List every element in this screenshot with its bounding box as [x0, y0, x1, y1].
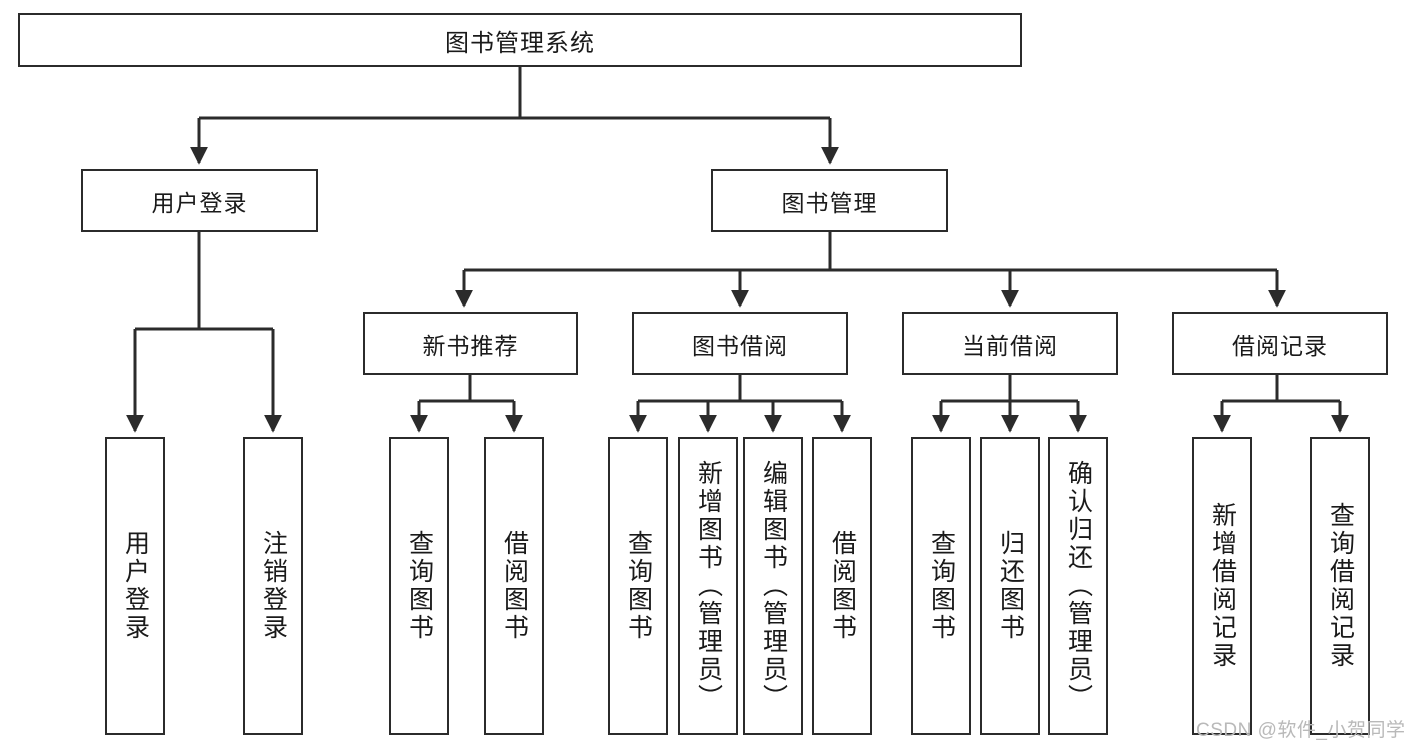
node-new-book-recommend-label: 新书推荐: [422, 332, 519, 359]
node-new-book-recommend[interactable]: 新书推荐: [363, 312, 578, 375]
node-book-borrow[interactable]: 图书借阅: [632, 312, 848, 375]
leaf-current-borrow-2-label: 归还图书: [996, 530, 1025, 642]
node-root-label: 图书管理系统: [445, 29, 595, 57]
leaf-current-borrow-3-label: 确认归还（管理员）: [1064, 460, 1093, 712]
node-user-login[interactable]: 用户登录: [81, 169, 318, 232]
node-borrow-record[interactable]: 借阅记录: [1172, 312, 1388, 375]
node-root[interactable]: 图书管理系统: [18, 13, 1022, 67]
node-book-management-label: 图书管理: [781, 189, 878, 216]
csdn-watermark: CSDN @软件_小贺同学: [1196, 720, 1405, 741]
node-book-borrow-label: 图书借阅: [692, 332, 788, 359]
leaf-new-book-1-label: 查询图书: [405, 530, 434, 642]
node-current-borrow-label: 当前借阅: [962, 332, 1058, 359]
leaf-new-book-2[interactable]: 借阅图书: [484, 437, 544, 735]
leaf-book-borrow-2-label: 新增图书（管理员）: [694, 460, 723, 712]
node-current-borrow[interactable]: 当前借阅: [902, 312, 1118, 375]
node-book-management[interactable]: 图书管理: [711, 169, 948, 232]
leaf-new-book-2-label: 借阅图书: [500, 530, 529, 642]
leaf-user-login-2[interactable]: 注销登录: [243, 437, 303, 735]
leaf-book-borrow-4-label: 借阅图书: [828, 530, 857, 642]
leaf-current-borrow-1[interactable]: 查询图书: [911, 437, 971, 735]
leaf-book-borrow-2[interactable]: 新增图书（管理员）: [678, 437, 738, 735]
leaf-user-login-1[interactable]: 用户登录: [105, 437, 165, 735]
leaf-borrow-record-1[interactable]: 新增借阅记录: [1192, 437, 1252, 735]
leaf-book-borrow-4[interactable]: 借阅图书: [812, 437, 872, 735]
leaf-borrow-record-2-label: 查询借阅记录: [1326, 502, 1355, 670]
leaf-book-borrow-3-label: 编辑图书（管理员）: [759, 460, 788, 712]
leaf-current-borrow-2[interactable]: 归还图书: [980, 437, 1040, 735]
leaf-user-login-2-label: 注销登录: [259, 530, 288, 642]
node-borrow-record-label: 借阅记录: [1232, 332, 1328, 359]
leaf-book-borrow-3[interactable]: 编辑图书（管理员）: [743, 437, 803, 735]
leaf-borrow-record-1-label: 新增借阅记录: [1208, 502, 1237, 670]
leaf-current-borrow-3[interactable]: 确认归还（管理员）: [1048, 437, 1108, 735]
leaf-borrow-record-2[interactable]: 查询借阅记录: [1310, 437, 1370, 735]
leaf-book-borrow-1[interactable]: 查询图书: [608, 437, 668, 735]
leaf-book-borrow-1-label: 查询图书: [624, 530, 653, 642]
leaf-new-book-1[interactable]: 查询图书: [389, 437, 449, 735]
leaf-current-borrow-1-label: 查询图书: [927, 530, 956, 642]
node-user-login-label: 用户登录: [151, 189, 248, 216]
leaf-user-login-1-label: 用户登录: [121, 530, 150, 642]
